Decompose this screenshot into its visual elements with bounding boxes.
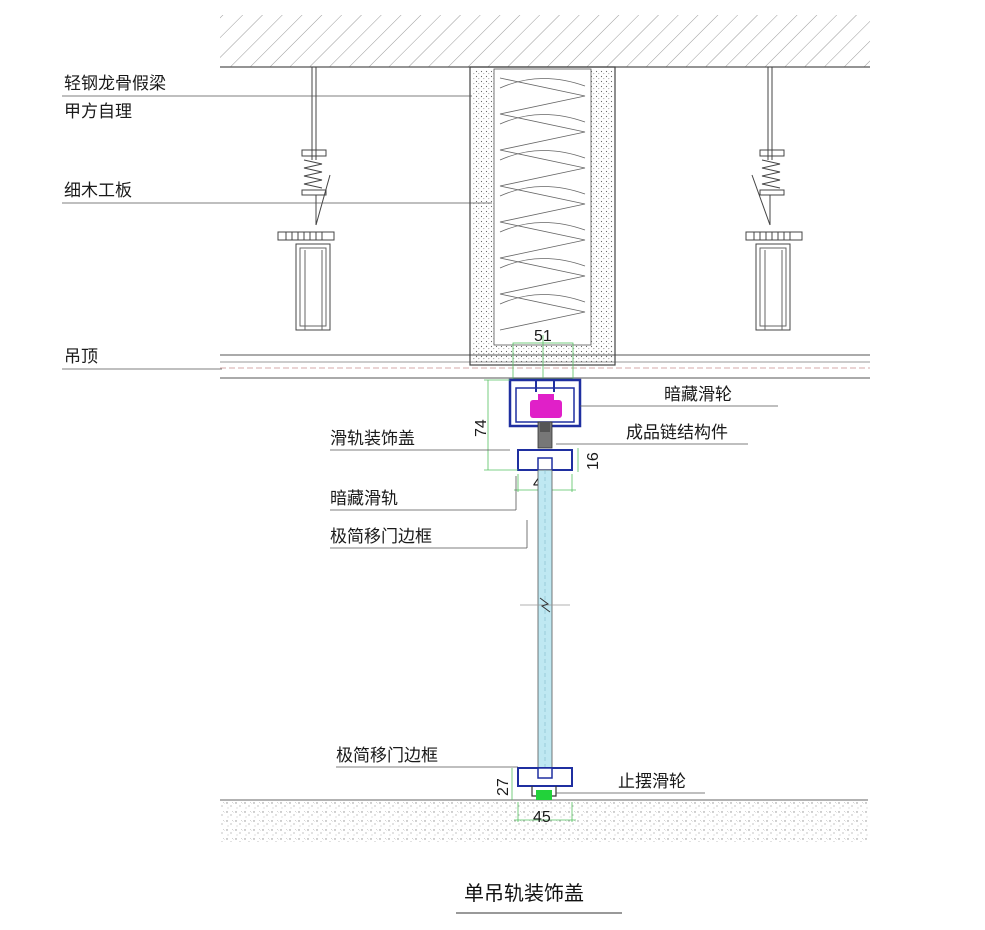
dimension-27: 27 (495, 768, 513, 800)
label-door-frame-bottom: 极简移门边框 (336, 746, 438, 766)
dim-16-text: 16 (585, 452, 602, 470)
dimension-16: 16 (577, 448, 602, 472)
label-hidden-pulley: 暗藏滑轮 (664, 385, 732, 405)
left-hanger (277, 67, 335, 331)
stop-pulley-part (536, 790, 552, 800)
false-beam (469, 66, 616, 366)
label-paint-finish: 甲方自理 (64, 102, 132, 122)
title-text: 单吊轨装饰盖 (464, 881, 584, 905)
label-door-frame-top: 极简移门边框 (330, 527, 432, 547)
bottom-profile (517, 767, 573, 800)
dimension-45-bottom: 45 (514, 802, 576, 826)
dim-45-bottom-text: 45 (533, 809, 551, 826)
break-symbol (539, 597, 551, 613)
rail-assembly (508, 378, 582, 471)
label-ceiling: 吊顶 (64, 347, 98, 367)
ceiling-slab (220, 15, 870, 68)
dim-74-text: 74 (473, 419, 490, 437)
label-light-steel-beam: 轻钢龙骨假梁 (64, 74, 166, 94)
insulation-zigzag (499, 77, 586, 331)
label-blockboard: 细木工板 (64, 181, 132, 201)
drawing-title: 单吊轨装饰盖 (456, 881, 622, 914)
dimension-74: 74 (473, 379, 518, 471)
hidden-pulley-wheel (530, 400, 562, 418)
leader-lines (62, 95, 778, 794)
label-hidden-rail: 暗藏滑轨 (330, 489, 398, 509)
label-rail-cover: 滑轨装饰盖 (330, 429, 415, 449)
label-connector: 成品链结构件 (626, 423, 728, 443)
right-hanger (745, 67, 803, 331)
label-stop-pulley: 止摆滑轮 (618, 772, 686, 792)
dim-27-text: 27 (495, 778, 512, 796)
glass-door-panel (520, 469, 570, 769)
annotation-labels: 轻钢龙骨假梁 甲方自理 细木工板 吊顶 滑轨装饰盖 暗藏滑轨 极简移门边框 极简… (64, 74, 732, 792)
dim-51-text: 51 (534, 328, 552, 345)
